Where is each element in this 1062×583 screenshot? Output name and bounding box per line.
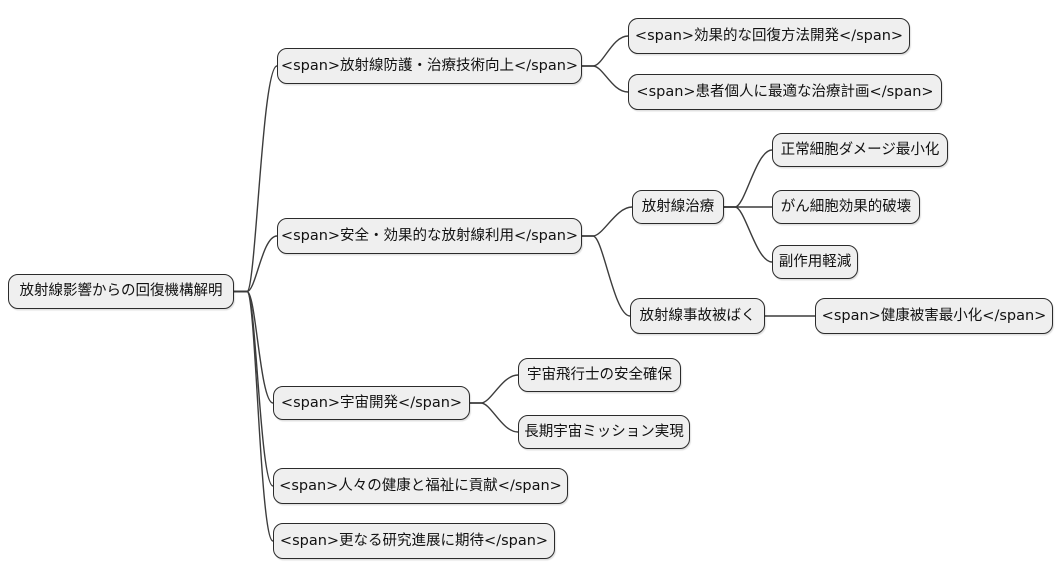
edge-therapy-normal	[724, 149, 773, 208]
edge-root-safe	[234, 235, 278, 293]
edge-therapy-side	[724, 206, 773, 263]
node-health-damage: <span>健康被害最小化</span>	[815, 298, 1053, 334]
node-patient-plan: <span>患者個人に最適な治療計画</span>	[628, 74, 942, 110]
node-astronaut-safety: 宇宙飛行士の安全確保	[518, 358, 681, 392]
node-radiotherapy: 放射線治療	[632, 190, 724, 224]
edge-root-research	[234, 290, 274, 542]
node-space-development: <span>宇宙開発</span>	[273, 386, 470, 420]
edge-safe-accident	[582, 235, 631, 317]
node-health-welfare: <span>人々の健康と福祉に貢献</span>	[273, 468, 568, 504]
edge-space-astronaut	[470, 374, 519, 404]
node-radiation-protection: <span>放射線防護・治療技術向上</span>	[277, 48, 582, 84]
edge-root-welfare	[234, 290, 274, 487]
node-normal-cell: 正常細胞ダメージ最小化	[772, 133, 948, 167]
edge-safe-therapy	[582, 206, 633, 237]
edge-protect-patient	[582, 65, 629, 93]
edge-space-mission	[470, 402, 519, 433]
edge-protect-recovery	[582, 35, 629, 67]
node-accident-exposure: 放射線事故被ばく	[630, 298, 765, 334]
node-recovery-method: <span>効果的な回復方法開発</span>	[628, 18, 910, 54]
edge-root-protect	[234, 65, 278, 293]
node-side-effect: 副作用軽減	[772, 245, 858, 279]
node-safe-use: <span>安全・効果的な放射線利用</span>	[277, 218, 582, 254]
node-cancer-cell: がん細胞効果的破壊	[772, 190, 920, 224]
node-long-mission: 長期宇宙ミッション実現	[518, 415, 690, 449]
node-root: 放射線影響からの回復機構解明	[8, 274, 234, 309]
node-further-research: <span>更なる研究進展に期待</span>	[273, 523, 555, 559]
